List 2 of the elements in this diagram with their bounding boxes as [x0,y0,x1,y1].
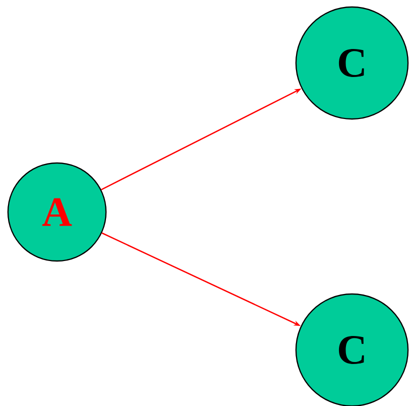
circle-node: A [7,162,107,262]
circle-node: C [295,6,409,120]
